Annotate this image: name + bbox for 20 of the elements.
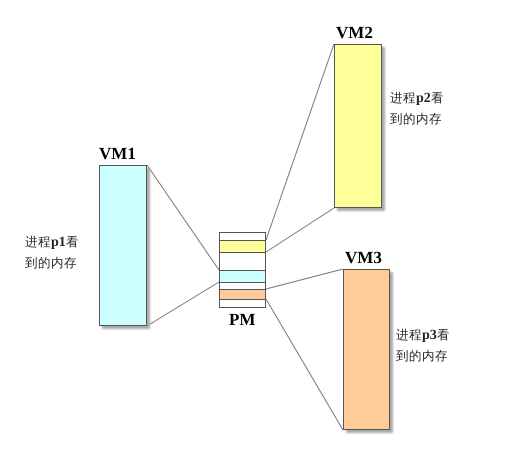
memory-heading: PM: [229, 311, 256, 329]
mapping-line: [266, 298, 344, 430]
memory-caption: 进程p3看到的内存: [396, 326, 451, 365]
memory-segment: [219, 240, 266, 253]
memory-heading: VM3: [345, 249, 382, 267]
memory-caption: 进程p2看到的内存: [390, 89, 445, 128]
memory-caption: 进程p1看到的内存: [25, 233, 80, 272]
mapping-line: [146, 164, 220, 270]
memory-bar: [343, 269, 390, 430]
mapping-line: [266, 44, 334, 240]
physical-memory-stack: [219, 232, 266, 308]
memory-segment: [219, 270, 266, 283]
mapping-line: [266, 268, 344, 290]
memory-bar: [99, 165, 147, 326]
memory-heading: VM2: [336, 24, 373, 42]
memory-segment: [219, 289, 266, 300]
mapping-line: [146, 282, 220, 326]
memory-heading: VM1: [99, 145, 136, 163]
mapping-line: [266, 208, 334, 252]
memory-bar: [334, 44, 382, 208]
